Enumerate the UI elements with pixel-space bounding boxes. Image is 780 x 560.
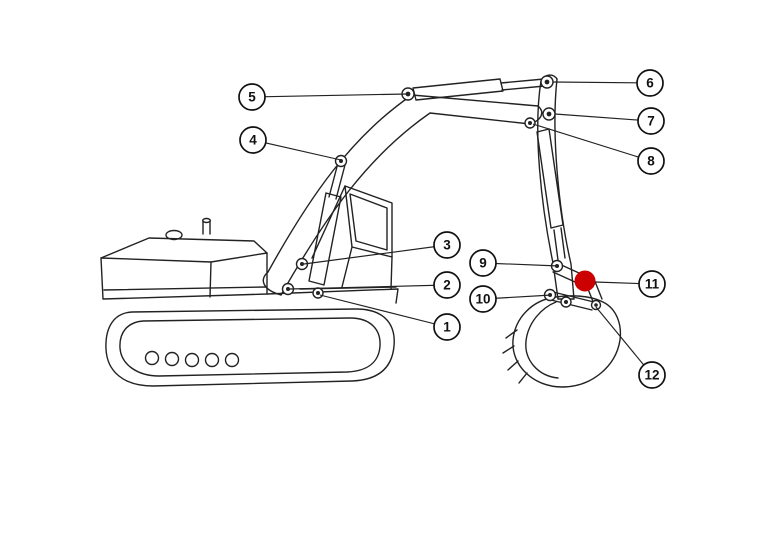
callout-leader-line <box>303 244 448 265</box>
excavator-drawing <box>100 74 622 388</box>
callout-circle[interactable] <box>469 249 497 277</box>
body-base-trim <box>103 286 267 291</box>
exhaust-top <box>201 217 211 224</box>
callout-number: 11 <box>645 277 660 292</box>
callout-7[interactable]: 7 <box>554 107 665 135</box>
pin-center <box>316 291 320 295</box>
callout-circle[interactable] <box>433 313 461 341</box>
pin-center <box>405 91 411 97</box>
road-wheel <box>144 350 160 366</box>
callout-number: 9 <box>479 256 487 271</box>
cab-window-inner <box>349 193 388 251</box>
road-wheel <box>224 352 240 368</box>
callout-circle[interactable] <box>469 285 497 313</box>
pin-center <box>564 300 568 304</box>
highlighted-part-marker[interactable] <box>574 270 596 292</box>
callout-circle[interactable] <box>638 361 666 389</box>
boom-cylinder-body <box>308 192 342 286</box>
callout-6[interactable]: 6 <box>552 69 664 97</box>
road-wheel <box>204 352 220 368</box>
road-wheel <box>184 352 200 368</box>
bucket-cylinder-body <box>536 128 564 229</box>
callout-number: 8 <box>647 154 655 169</box>
callout-number: 4 <box>249 133 257 148</box>
track-outline <box>105 308 395 387</box>
callout-leader-line <box>552 81 651 84</box>
callout-10[interactable]: 10 <box>469 285 553 313</box>
boom-cylinder-rod <box>328 162 346 200</box>
exhaust-stack <box>202 220 211 235</box>
callout-3[interactable]: 3 <box>303 231 461 265</box>
callout-number: 2 <box>443 278 451 293</box>
callout-12[interactable]: 12 <box>595 306 666 389</box>
boom-foot-cap <box>262 271 282 296</box>
track-inner-outline <box>119 317 381 377</box>
fuel-cap <box>165 229 183 241</box>
callout-circle[interactable] <box>638 270 666 298</box>
body-top-edge <box>100 252 268 263</box>
deck-front-edge <box>266 288 399 304</box>
callout-number: 10 <box>475 292 490 307</box>
callout-2[interactable]: 2 <box>289 271 461 299</box>
callout-circle[interactable] <box>238 83 266 111</box>
boom-upper-edge <box>267 94 539 273</box>
pin-center <box>286 287 290 291</box>
callout-circle[interactable] <box>433 271 461 299</box>
callout-11[interactable]: 11 <box>594 270 666 298</box>
bucket-teeth <box>502 329 528 384</box>
arm-left-edge <box>537 80 559 300</box>
callout-number: 6 <box>646 76 654 91</box>
callout-circle[interactable] <box>637 107 665 135</box>
callout-leader-line <box>319 294 448 328</box>
arm-cylinder-body <box>412 78 504 101</box>
callout-8[interactable]: 8 <box>532 123 665 175</box>
callout-number: 7 <box>647 114 655 129</box>
callout-number: 12 <box>644 368 659 383</box>
road-wheel <box>164 351 180 367</box>
callout-5[interactable]: 5 <box>238 83 408 111</box>
callout-leader-line <box>554 113 652 122</box>
callout-circle[interactable] <box>636 69 664 97</box>
pin-center <box>300 262 304 266</box>
body-corner-edge <box>209 261 212 298</box>
pin-center <box>546 111 552 117</box>
bucket-inner-curve <box>525 301 559 379</box>
callout-circle[interactable] <box>433 231 461 259</box>
callout-number: 1 <box>443 320 451 335</box>
arm-right-edge <box>554 78 575 300</box>
callout-circle[interactable] <box>637 147 665 175</box>
bucket-outline <box>512 295 622 388</box>
cab-front-pillar <box>311 185 346 259</box>
callout-number: 5 <box>248 90 256 105</box>
callout-leader-line <box>595 306 653 376</box>
callout-9[interactable]: 9 <box>469 249 560 277</box>
callout-leader-line <box>532 123 652 162</box>
pin-center <box>528 121 532 125</box>
callout-leader-line <box>252 139 342 161</box>
pin-center <box>594 303 598 307</box>
callout-number: 3 <box>443 238 451 253</box>
pin-center <box>544 79 550 85</box>
callout-circle[interactable] <box>239 126 267 154</box>
arm-cylinder-rod <box>500 78 546 91</box>
callout-leader-line <box>289 284 448 290</box>
bucket-cylinder-rod <box>553 227 566 261</box>
callout-4[interactable]: 4 <box>239 126 342 161</box>
callout-leader-line <box>251 93 408 98</box>
callout-1[interactable]: 1 <box>319 294 461 341</box>
